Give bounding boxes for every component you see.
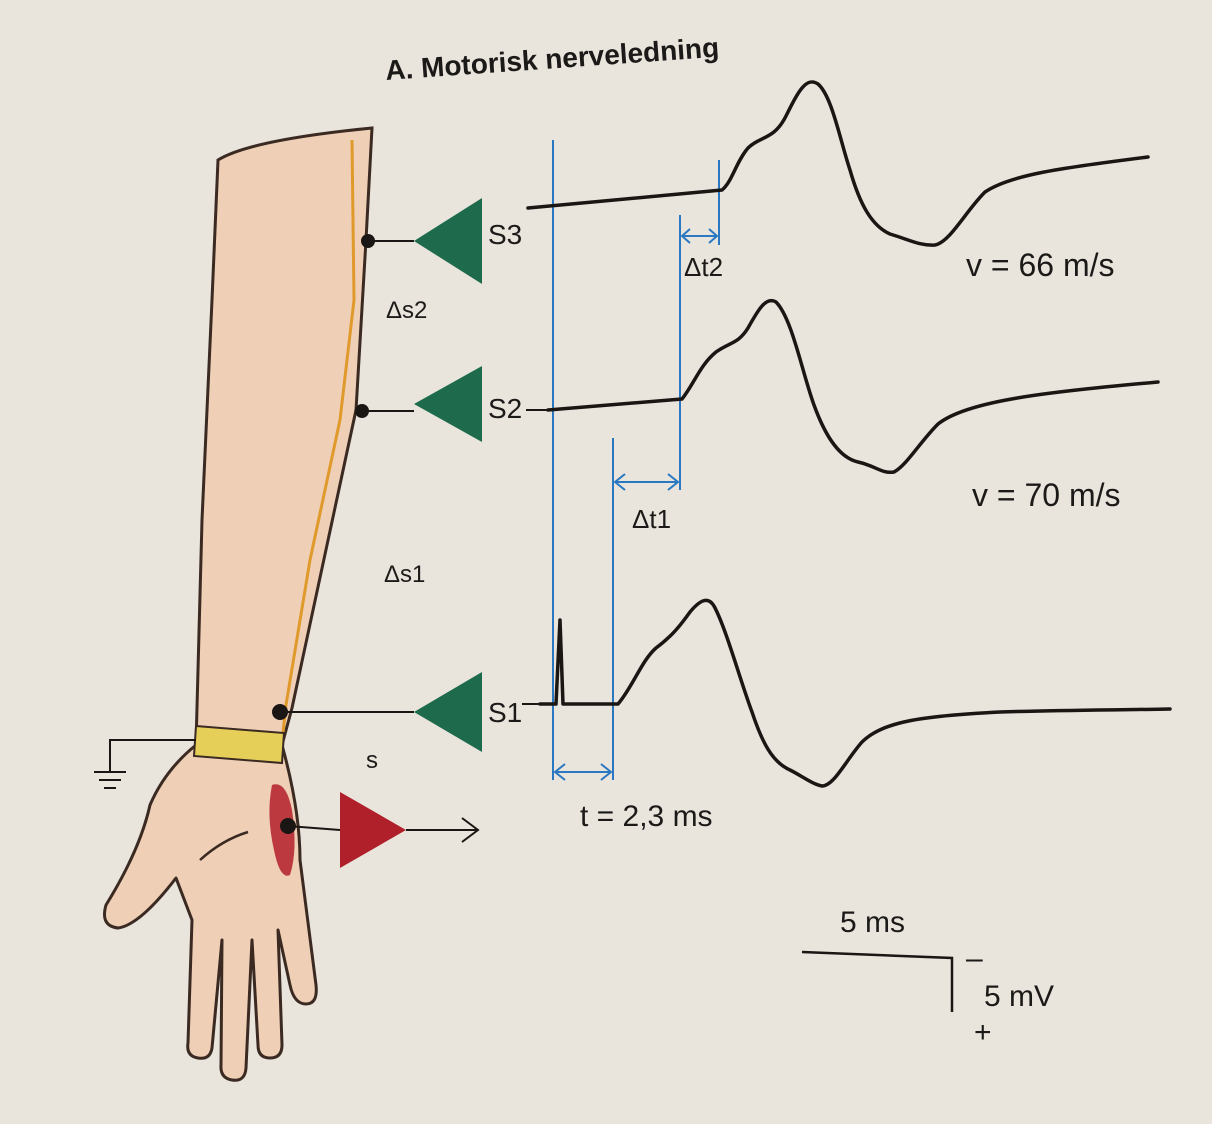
scale-bar: 5 ms – 5 mV + (801, 906, 1054, 1049)
scale-time-label: 5 ms (840, 906, 905, 939)
delta-t1-arrow (613, 473, 680, 491)
trace-s2 (546, 298, 1160, 475)
label-s1: S1 (488, 697, 522, 728)
scale-minus: – (966, 942, 983, 975)
label-latency: t = 2,3 ms (580, 800, 713, 833)
ground-symbol (94, 739, 196, 789)
electrode-triangle (414, 366, 482, 442)
stimulator (280, 792, 480, 868)
palm-crease (199, 830, 249, 861)
forearm (194, 126, 374, 747)
wrist-band (192, 724, 286, 765)
electrode-s1 (272, 672, 540, 752)
figure-title: A. Motorisk nerveledning (384, 32, 720, 86)
hand (103, 743, 318, 1082)
electrode-s2 (355, 366, 548, 442)
traces (526, 80, 1172, 788)
arm-illustration (103, 126, 374, 1082)
stimulator-triangle (340, 792, 406, 868)
latency-arrow (553, 763, 613, 781)
electrode-s3 (361, 198, 482, 284)
electrode-triangle (414, 198, 482, 284)
electrode-triangle (414, 672, 482, 752)
label-delta-t2: Δt2 (684, 252, 723, 282)
label-stim-site: s (366, 747, 378, 774)
trace-s1 (538, 598, 1172, 788)
label-s3: S3 (488, 219, 522, 250)
label-delta-t1: Δt1 (632, 504, 671, 534)
label-s2: S2 (488, 393, 522, 424)
scale-plus: + (974, 1016, 992, 1049)
label-delta-s1: Δs1 (384, 561, 425, 588)
velocity-upper: v = 66 m/s (966, 247, 1115, 283)
timing-markers (552, 140, 720, 781)
trace-s3 (526, 80, 1150, 247)
label-delta-s2: Δs2 (386, 297, 427, 324)
velocity-lower: v = 70 m/s (972, 477, 1121, 513)
scale-amplitude-label: 5 mV (984, 980, 1054, 1013)
delta-t2-arrow (680, 228, 719, 244)
